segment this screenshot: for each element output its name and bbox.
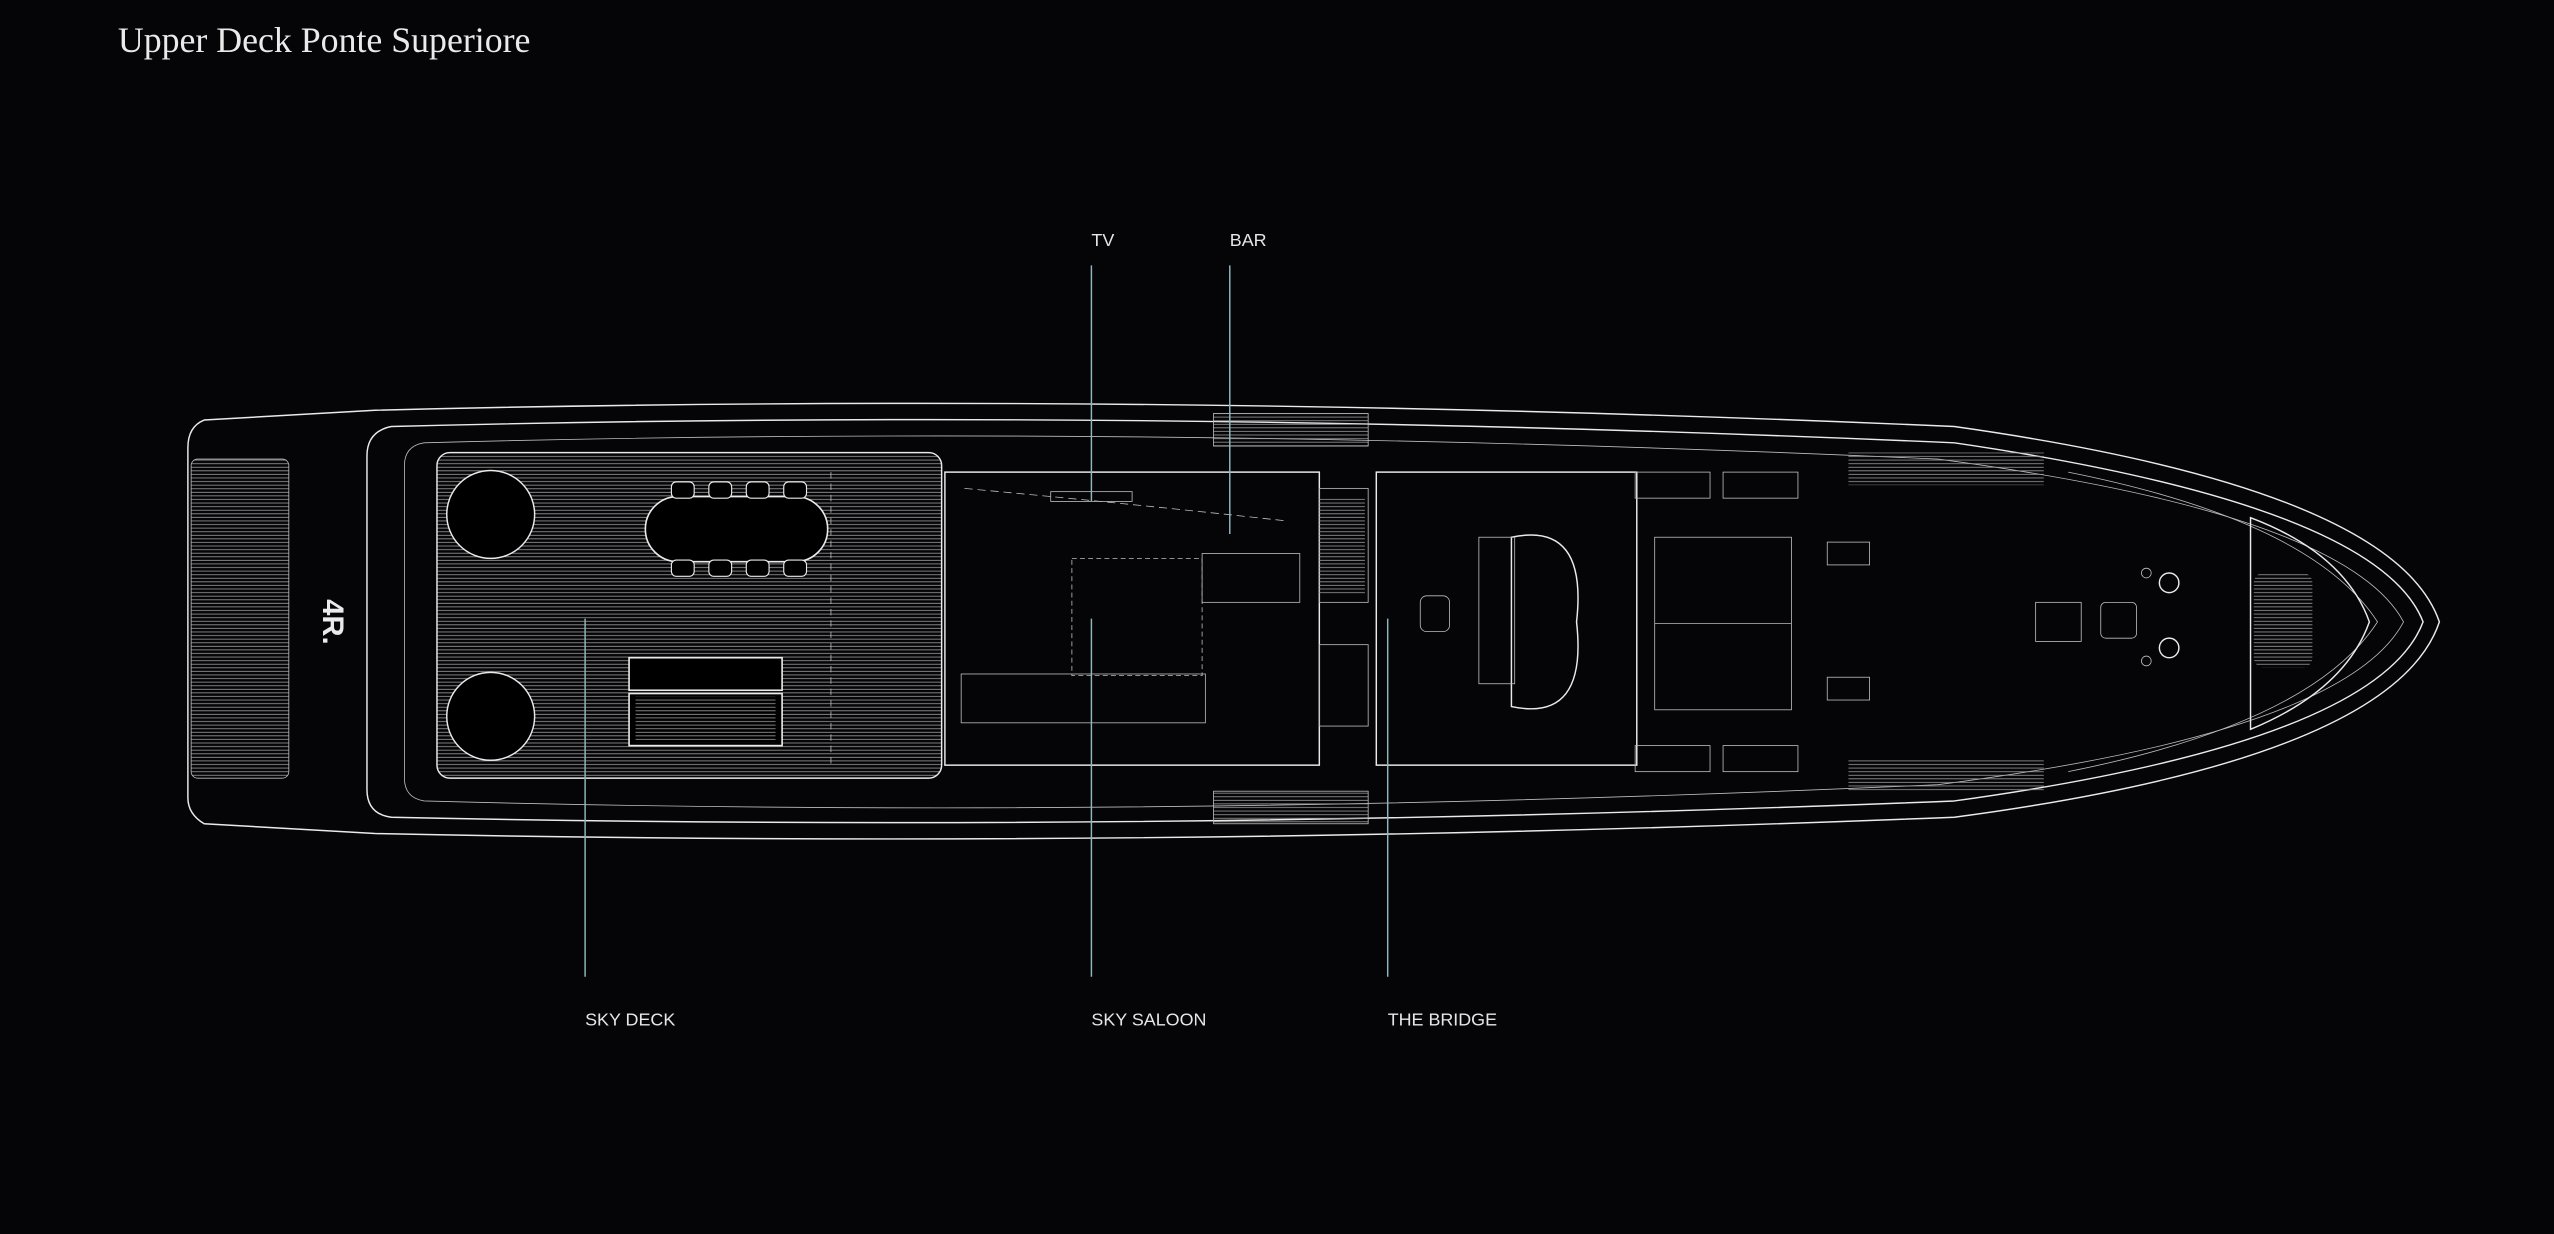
swim-platform: 4R.	[190, 458, 349, 779]
callout-sky-deck: SKY DECK	[585, 1010, 675, 1030]
callout-sky-saloon: SKY SALOON	[1091, 1010, 1206, 1030]
bridge-area	[1375, 471, 1638, 766]
foredeck	[1634, 471, 2180, 773]
callout-the-bridge: THE BRIDGE	[1388, 1010, 1497, 1030]
yacht-logo: 4R.	[316, 599, 349, 645]
dining-table-icon	[644, 495, 829, 563]
jacuzzi-icon	[446, 469, 536, 560]
side-stairs	[1213, 413, 2044, 825]
helm-chair-icon	[1419, 595, 1450, 633]
sky-saloon-area	[944, 471, 1369, 766]
callout-leaders	[584, 265, 1389, 977]
jacuzzi-icon	[446, 671, 536, 761]
callout-tv: TV	[1091, 230, 1114, 250]
callout-bar: BAR	[1230, 230, 1267, 250]
page-title: Upper Deck Ponte Superiore	[118, 20, 531, 60]
sky-deck-area	[436, 451, 943, 779]
